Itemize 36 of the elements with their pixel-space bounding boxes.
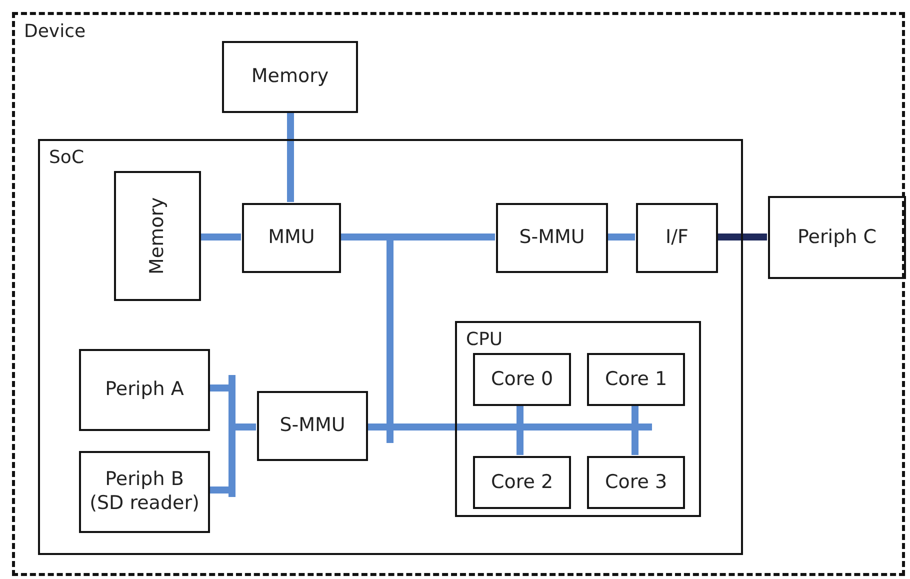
component-label: Periph C bbox=[798, 226, 876, 250]
component-box bbox=[79, 451, 210, 533]
group-heading: Device bbox=[24, 21, 86, 42]
component-box bbox=[257, 391, 368, 461]
component-box bbox=[114, 171, 201, 301]
boundary-frame bbox=[12, 12, 905, 576]
component-box bbox=[473, 456, 571, 509]
component-label: Memory bbox=[251, 65, 329, 89]
connector-line bbox=[200, 234, 241, 240]
component-box bbox=[636, 203, 718, 273]
component-label: Core 2 bbox=[490, 470, 554, 494]
component-label: S-MMU bbox=[280, 414, 346, 438]
component-box bbox=[587, 456, 685, 509]
group-heading: SoC bbox=[49, 147, 84, 168]
connector-line bbox=[287, 112, 294, 202]
component-label: Periph B (SD reader) bbox=[88, 468, 200, 516]
component-box bbox=[242, 203, 341, 273]
component-label: Core 1 bbox=[604, 368, 668, 392]
component-label: Core 0 bbox=[490, 368, 554, 392]
component-label: Memory bbox=[146, 197, 169, 275]
component-label: S-MMU bbox=[519, 226, 585, 250]
connector-line bbox=[607, 234, 635, 240]
group-box bbox=[38, 139, 743, 555]
component-box bbox=[587, 353, 685, 406]
component-label: Periph A bbox=[105, 378, 184, 402]
component-label: I/F bbox=[666, 226, 688, 250]
component-box bbox=[79, 349, 210, 431]
component-box bbox=[222, 41, 358, 113]
component-label: MMU bbox=[268, 226, 315, 250]
component-box bbox=[473, 353, 571, 406]
component-box bbox=[496, 203, 608, 273]
group-heading: CPU bbox=[466, 329, 503, 350]
group-box bbox=[455, 321, 701, 517]
connector-line bbox=[717, 234, 767, 240]
component-label: Core 3 bbox=[604, 470, 668, 494]
component-box bbox=[768, 196, 906, 279]
